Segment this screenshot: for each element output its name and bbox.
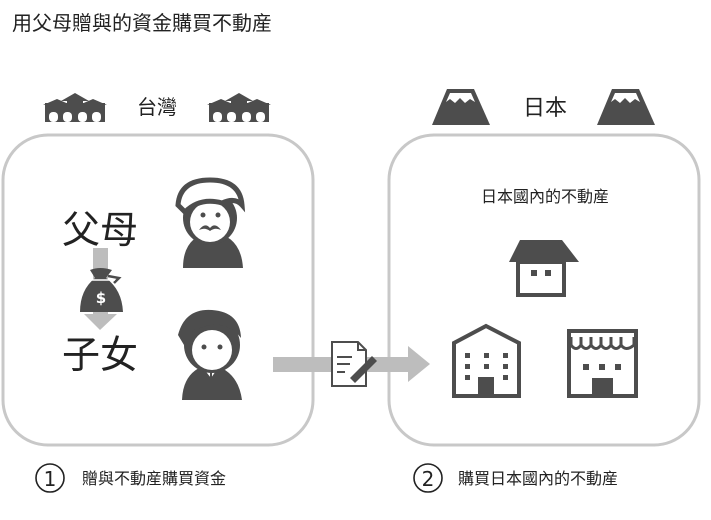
temple-gate-icon: [43, 93, 107, 122]
house-icon: [509, 240, 579, 297]
japan-box: [387, 133, 701, 447]
step-1: 1 贈與不動産購買資金: [35, 463, 226, 493]
parents-label: 父母: [62, 208, 138, 252]
step-number: 1: [44, 467, 57, 491]
money-bag-icon: $: [80, 268, 123, 312]
parent-avatar-icon: [175, 177, 246, 268]
temple-gate-icon: [207, 93, 271, 122]
step-2: 2 購買日本國內的不動産: [413, 463, 618, 493]
contract-document-icon: [331, 341, 377, 387]
apartment-building-icon: [452, 323, 521, 398]
taiwan-box: [1, 133, 315, 447]
storefront-icon: [567, 329, 638, 398]
step-number: 2: [422, 467, 435, 491]
child-avatar-icon: [178, 309, 242, 400]
svg-text:$: $: [96, 289, 106, 307]
taiwan-label: 台灣: [137, 95, 177, 119]
step-label: 贈與不動産購買資金: [82, 469, 226, 488]
mount-fuji-icon: [432, 89, 490, 125]
diagram-title: 用父母贈與的資金購買不動産: [12, 11, 272, 35]
step-label: 購買日本國內的不動産: [458, 469, 618, 488]
japan-label: 日本: [523, 96, 567, 121]
mount-fuji-icon: [597, 89, 655, 125]
children-label: 子女: [62, 333, 138, 377]
japan-property-label: 日本國內的不動産: [481, 187, 609, 206]
